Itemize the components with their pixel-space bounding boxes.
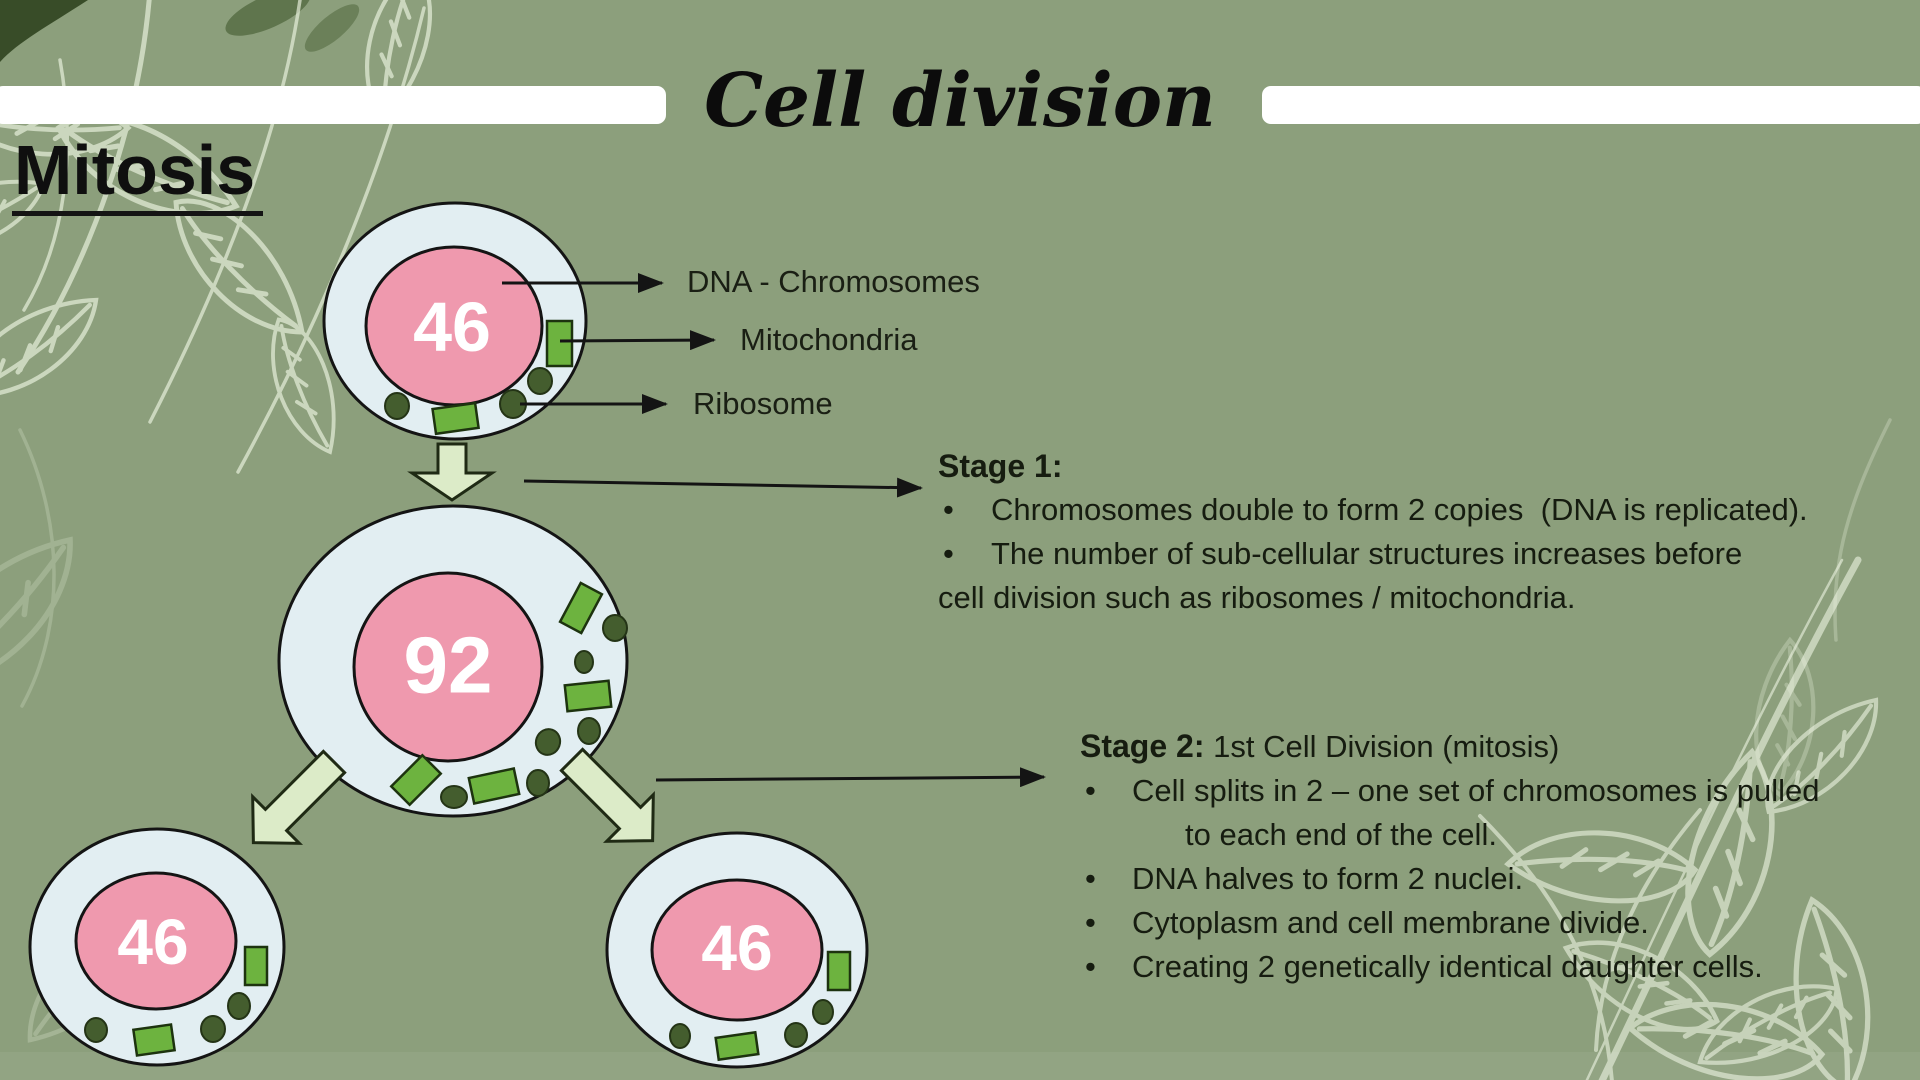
daughter-cell-1-nucleus xyxy=(74,871,238,1011)
mitochondrion xyxy=(243,945,269,987)
stage1-bullet-2-continuation-text: cell division such as ribosomes / mitoch… xyxy=(938,580,1576,615)
bullet-dot: • xyxy=(943,492,954,527)
ribosome-dot xyxy=(527,367,553,395)
page-title: Cell division xyxy=(704,58,1216,144)
ribosome-dot xyxy=(526,769,550,797)
doubled-cell-chromosome-count: 92 xyxy=(404,621,493,710)
stage1-bullet-2-continuation: cell division such as ribosomes / mitoch… xyxy=(938,576,1808,620)
stage1-bullet-2-text: The number of sub-cellular structures in… xyxy=(991,536,1743,571)
ribosome-dot xyxy=(227,992,251,1020)
mitochondrion xyxy=(545,319,574,368)
stage1-pointer-arrow xyxy=(523,477,923,498)
ribosome-dot xyxy=(784,1022,808,1048)
stage2-pointer-arrow xyxy=(655,767,1046,788)
mitochondrion xyxy=(389,753,443,807)
mitosis-diagram: 46 92 xyxy=(28,201,1046,1069)
bottom-edge-band xyxy=(0,1052,1920,1080)
stage2-text-block: Stage 2: 1st Cell Division (mitosis) • C… xyxy=(1080,724,1820,989)
mitochondrion xyxy=(431,401,481,436)
ribosome-dot xyxy=(534,728,562,756)
stage2-bullet-3: • Cytoplasm and cell membrane divide. xyxy=(1080,901,1820,945)
bullet-dot: • xyxy=(1085,773,1096,808)
stage2-heading-rest: 1st Cell Division (mitosis) xyxy=(1204,729,1560,764)
stage1-heading: Stage 1: xyxy=(938,448,1063,484)
stage2-heading: Stage 2: 1st Cell Division (mitosis) xyxy=(1080,724,1820,769)
down-block-arrow xyxy=(407,442,497,502)
leaf-faint-upper-right xyxy=(1732,418,1892,798)
ribosome-dot xyxy=(440,785,468,809)
stage2-heading-bold: Stage 2: xyxy=(1080,728,1205,764)
stage2-bullet-4: • Creating 2 genetically identical daugh… xyxy=(1080,945,1820,989)
label-dna-chromosomes: DNA - Chromosomes xyxy=(687,264,980,299)
mitochondria-label-arrow xyxy=(559,330,716,351)
bullet-dot: • xyxy=(1085,949,1096,984)
daughter-cell-1: 46 xyxy=(28,827,286,1067)
ribosome-dot xyxy=(602,614,628,642)
doubled-cell: 92 xyxy=(277,504,629,818)
daughter-cell-2-nucleus xyxy=(650,878,824,1022)
daughter-cell-2-chromosome-count: 46 xyxy=(701,912,772,984)
parent-cell: 46 xyxy=(322,201,588,441)
title-bar-left xyxy=(0,86,666,124)
dark-corner-leaf xyxy=(0,0,88,62)
stage2-bullet-1-text: Cell splits in 2 – one set of chromosome… xyxy=(1132,773,1820,808)
mitochondrion xyxy=(558,581,604,635)
mitochondrion xyxy=(714,1030,760,1062)
stage1-bullet-1: • Chromosomes double to form 2 copies (D… xyxy=(938,488,1808,532)
section-heading-mitosis: Mitosis xyxy=(12,133,264,216)
stage2-bullet-1: • Cell splits in 2 – one set of chromoso… xyxy=(1080,769,1820,813)
stage1-text-block: Stage 1: • Chromosomes double to form 2 … xyxy=(938,444,1808,620)
stage1-bullet-1-text: Chromosomes double to form 2 copies (DNA… xyxy=(991,492,1808,527)
title-bar-right xyxy=(1262,86,1920,124)
leaf-cluster-bottom-right xyxy=(1478,556,1903,1080)
label-ribosome: Ribosome xyxy=(693,386,833,421)
doubled-cell-nucleus xyxy=(352,571,544,763)
mitochondrion xyxy=(467,767,521,805)
daughter-cell-2: 46 xyxy=(605,831,869,1069)
ribosome-dot xyxy=(384,392,410,420)
ribosome-dot xyxy=(577,717,601,745)
mitochondrion xyxy=(826,950,852,992)
bullet-dot: • xyxy=(1085,905,1096,940)
stage2-bullet-1-continuation-text: to each end of the cell. xyxy=(1185,817,1497,852)
stage2-bullet-3-text: Cytoplasm and cell membrane divide. xyxy=(1132,905,1649,940)
ribosome-dot xyxy=(200,1015,226,1043)
ribosome-dot xyxy=(812,999,834,1025)
label-mitochondria: Mitochondria xyxy=(740,322,918,357)
diagonal-right-block-arrow xyxy=(559,747,655,843)
bullet-dot: • xyxy=(1085,861,1096,896)
mitochondrion xyxy=(131,1023,177,1057)
stage2-bullet-4-text: Creating 2 genetically identical daughte… xyxy=(1132,949,1763,984)
stage2-bullet-2: • DNA halves to form 2 nuclei. xyxy=(1080,857,1820,901)
bullet-dot: • xyxy=(943,536,954,571)
ribosome-dot xyxy=(669,1023,691,1049)
stage1-bullet-2: • The number of sub-cellular structures … xyxy=(938,532,1808,576)
leaf-faint-mid-left xyxy=(0,428,105,708)
stage2-bullet-1-continuation: to each end of the cell. xyxy=(1185,813,1820,857)
daughter-cell-1-chromosome-count: 46 xyxy=(117,906,188,978)
stage2-bullet-2-text: DNA halves to form 2 nuclei. xyxy=(1132,861,1524,896)
ribosome-dot xyxy=(84,1017,108,1043)
diagonal-left-block-arrow xyxy=(251,749,347,845)
mitochondrion xyxy=(563,679,613,713)
ribosome-dot xyxy=(574,650,594,674)
parent-cell-chromosome-count: 46 xyxy=(413,288,491,366)
